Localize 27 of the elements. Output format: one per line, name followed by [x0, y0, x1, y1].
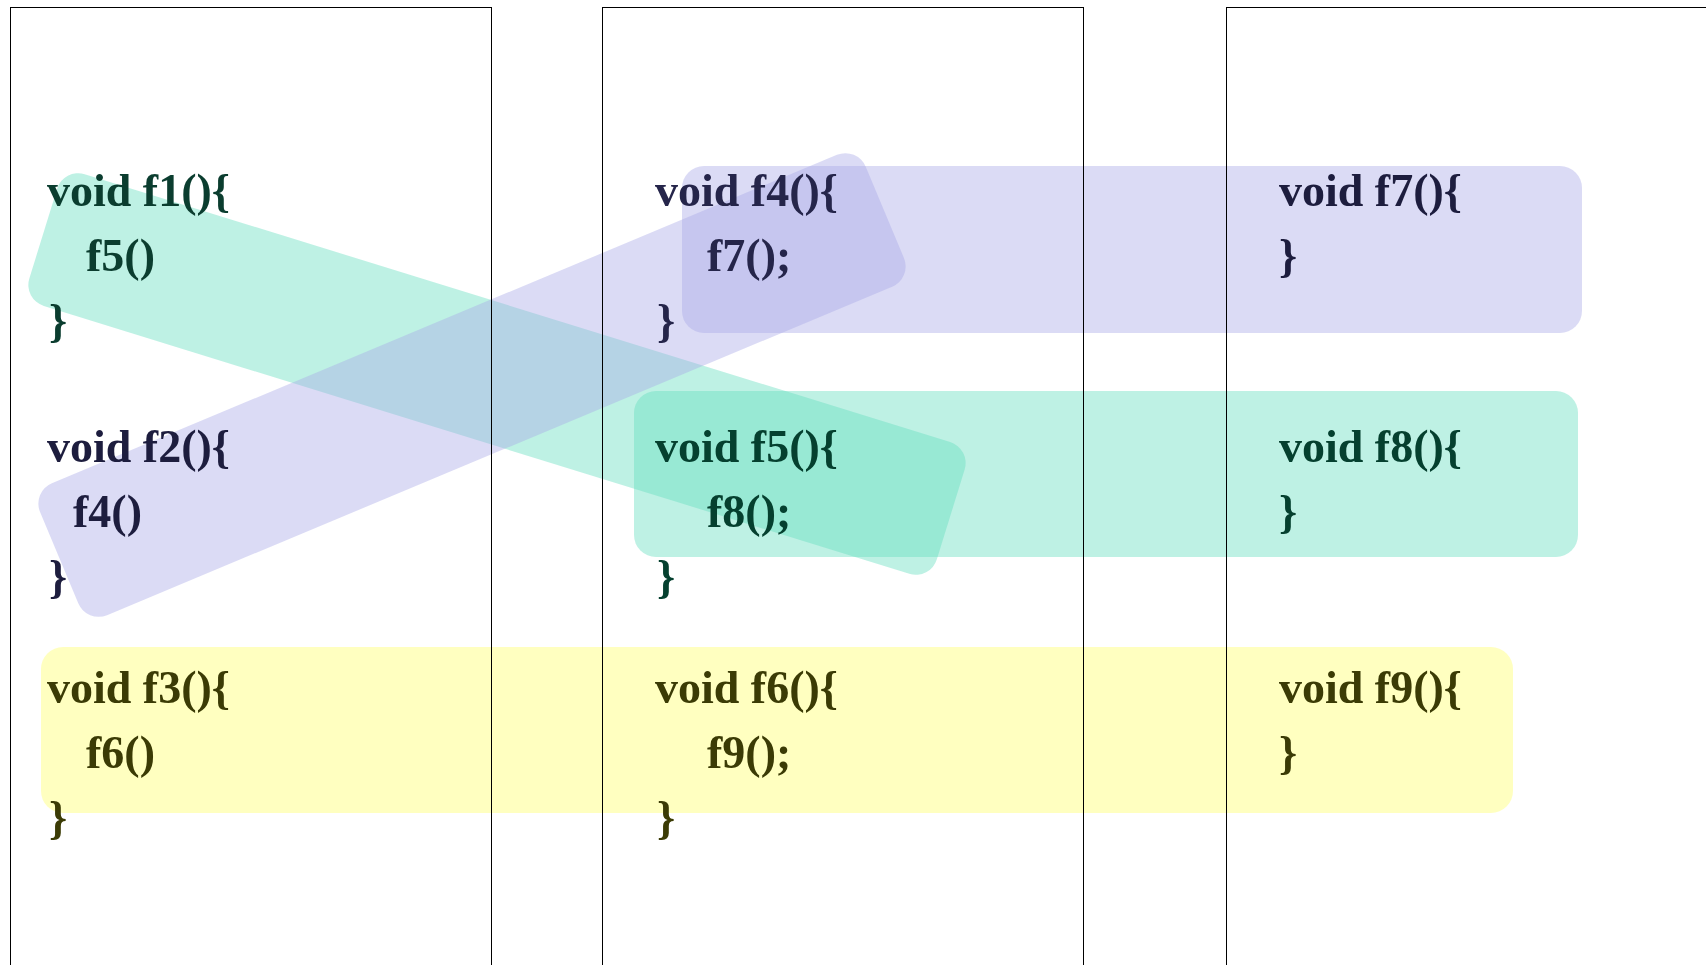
- code-line: }: [657, 294, 676, 348]
- code-line: void f5(){: [655, 420, 838, 474]
- code-line: f8();: [707, 485, 792, 539]
- column-box: [10, 7, 492, 965]
- code-line: void f9(){: [1279, 661, 1462, 715]
- code-line: }: [49, 550, 68, 604]
- code-line: f9();: [707, 726, 792, 780]
- column-box: [1226, 7, 1706, 965]
- code-line: void f4(){: [655, 164, 838, 218]
- code-line: }: [657, 550, 676, 604]
- column-box: [602, 7, 1084, 965]
- code-line: }: [657, 791, 676, 845]
- code-line: f7();: [707, 229, 792, 283]
- code-line: void f2(){: [47, 420, 230, 474]
- code-line: f5(): [86, 229, 155, 283]
- code-line: }: [1279, 485, 1298, 539]
- code-line: void f6(){: [655, 661, 838, 715]
- code-line: f4(): [73, 485, 142, 539]
- code-line: }: [1279, 229, 1298, 283]
- code-line: void f7(){: [1279, 164, 1462, 218]
- code-line: void f8(){: [1279, 420, 1462, 474]
- code-line: }: [49, 294, 68, 348]
- code-line: f6(): [86, 726, 155, 780]
- code-line: }: [49, 791, 68, 845]
- code-line: }: [1279, 726, 1298, 780]
- code-line: void f1(){: [47, 164, 230, 218]
- code-line: void f3(){: [47, 661, 230, 715]
